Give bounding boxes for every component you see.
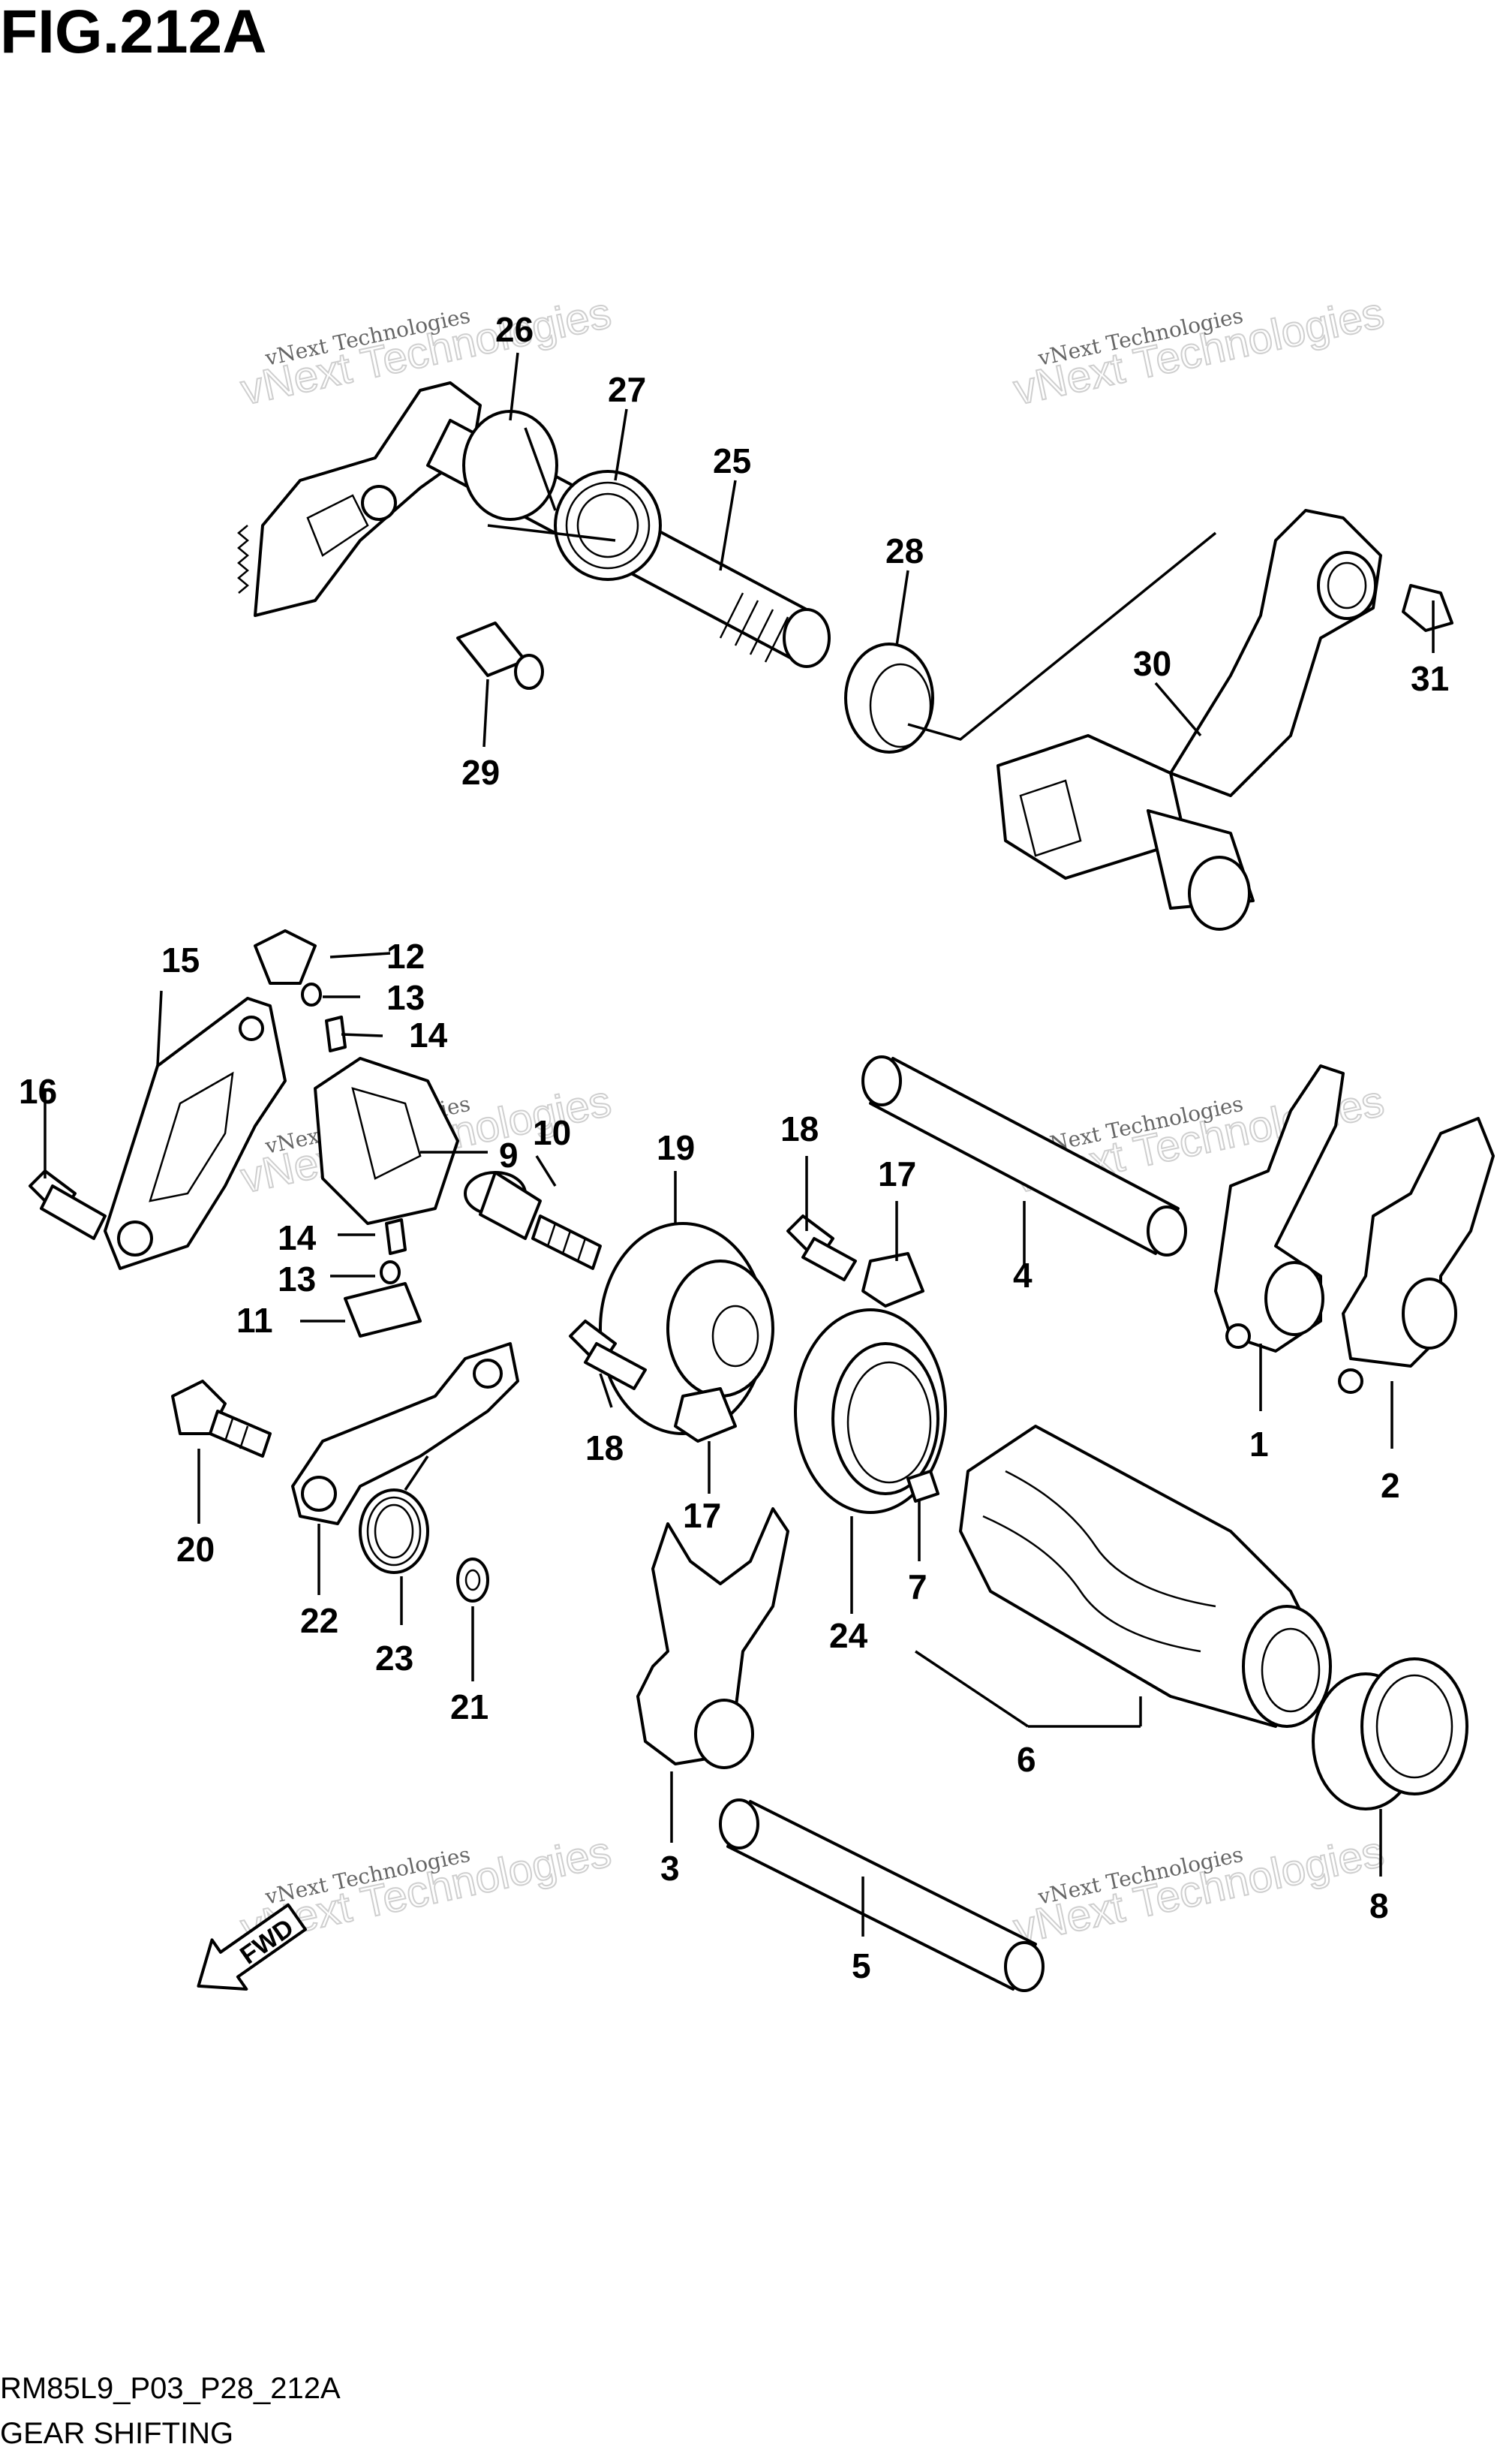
callout-30: 30 — [1133, 644, 1171, 683]
callout-20: 20 — [176, 1530, 215, 1569]
callout-13-upper: 13 — [386, 978, 425, 1017]
gearshift-shaft-assembly — [237, 381, 1453, 931]
callout-18-upper: 18 — [780, 1109, 819, 1148]
callout-10: 10 — [533, 1113, 571, 1152]
figure-code: RM85L9_P03_P28_212A — [0, 2372, 341, 2405]
callout-9: 9 — [499, 1136, 519, 1175]
callout-15: 15 — [161, 941, 200, 980]
callout-12: 12 — [386, 937, 425, 976]
callout-31: 31 — [1411, 659, 1449, 698]
callout-11: 11 — [236, 1301, 273, 1340]
cam-stopper-assembly — [29, 929, 602, 1338]
callout-1: 1 — [1249, 1425, 1269, 1464]
shift-arm-assembly — [171, 1342, 519, 1603]
callout-6: 6 — [1017, 1740, 1036, 1779]
callout-25: 25 — [713, 441, 751, 480]
callout-22: 22 — [300, 1601, 338, 1640]
cam-gear-assembly — [569, 1214, 924, 1443]
callout-3: 3 — [660, 1849, 680, 1888]
callout-18-lower: 18 — [585, 1428, 624, 1467]
callout-labels: 1 2 3 4 5 6 7 8 9 10 11 12 13 13 14 14 1… — [19, 310, 1449, 1985]
callout-4: 4 — [1013, 1256, 1033, 1295]
callout-2: 2 — [1381, 1466, 1400, 1505]
callout-17-upper: 17 — [878, 1154, 916, 1193]
callout-14-upper: 14 — [409, 1016, 448, 1055]
callout-16: 16 — [19, 1072, 57, 1111]
callout-7: 7 — [908, 1567, 927, 1606]
callout-23: 23 — [375, 1639, 413, 1678]
callout-17-lower: 17 — [683, 1496, 721, 1535]
callout-28: 28 — [885, 531, 924, 570]
callout-13-lower: 13 — [278, 1260, 316, 1299]
callout-5: 5 — [852, 1946, 871, 1985]
figure-name: GEAR SHIFTING — [0, 2417, 233, 2450]
callout-14-lower: 14 — [278, 1218, 317, 1257]
figure-title: FIG.212A — [0, 0, 266, 66]
callout-8: 8 — [1369, 1886, 1389, 1925]
callout-19: 19 — [657, 1128, 695, 1167]
callout-26: 26 — [495, 310, 534, 349]
callout-27: 27 — [608, 370, 646, 409]
shift-cam-and-forks — [636, 1055, 1495, 1992]
leader-lines — [44, 352, 1435, 1937]
callout-21: 21 — [450, 1687, 488, 1726]
callout-29: 29 — [461, 753, 500, 792]
callout-24: 24 — [829, 1616, 868, 1655]
